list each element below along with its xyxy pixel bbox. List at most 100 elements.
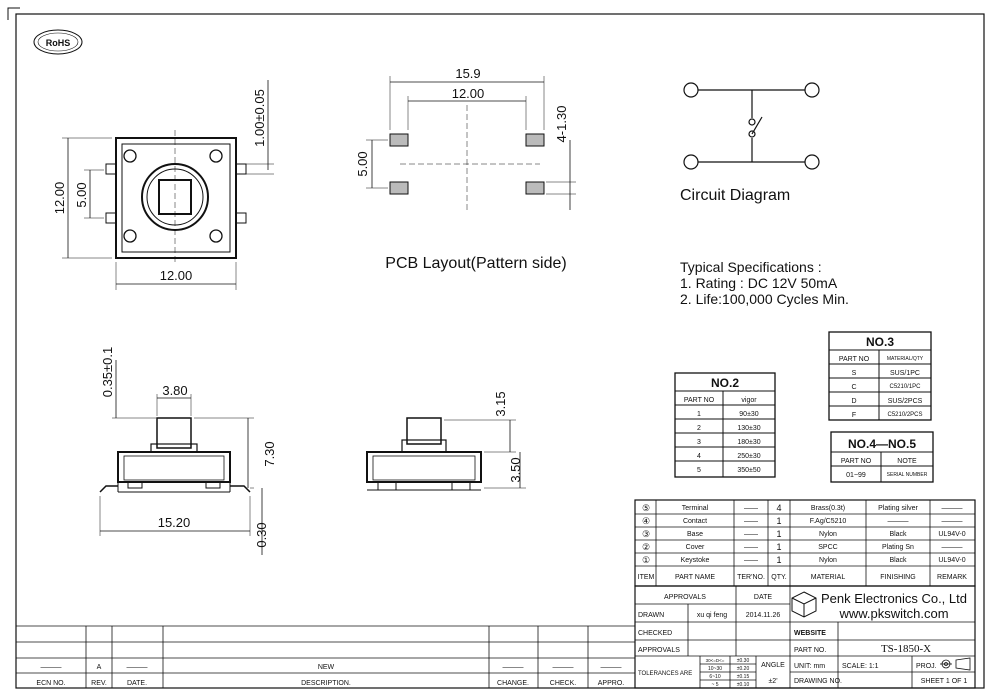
bom-header-part-name: PART NAME <box>675 574 715 581</box>
front-view <box>366 417 526 491</box>
tol-range: 10~30 <box>708 666 722 672</box>
bom-remark: ——— <box>942 544 963 551</box>
no2-cell: 90±30 <box>739 411 759 418</box>
side-bottom-dim: 0.30 <box>254 522 269 547</box>
front-body-dim: 3.50 <box>508 457 523 482</box>
top-view-width-dim: 12.00 <box>160 268 193 283</box>
bom-ter: —— <box>744 531 758 538</box>
side-thickness-dim: 0.35±0.1 <box>100 347 115 398</box>
no3-cell: C5210/2PCS <box>887 412 922 418</box>
bom-remark: UL94V-0 <box>938 557 965 564</box>
revision-ecn: ——— <box>41 664 62 671</box>
checked-label: CHECKED <box>638 630 672 637</box>
revision-header-date: DATE. <box>127 680 147 687</box>
specs-title: Typical Specifications : <box>680 259 822 275</box>
unit-label: UNIT: mm <box>794 663 825 670</box>
no45-cell: 01~99 <box>846 472 866 479</box>
bom-item: ③ <box>642 529 650 539</box>
pcb-outer-dim: 15.9 <box>455 66 480 81</box>
revision-header-rev: REV. <box>91 680 107 687</box>
bom-item: ② <box>642 542 650 552</box>
bom-rows: ⑤ Terminal —— 4 Brass(0.3t) Plating silv… <box>638 503 968 581</box>
no45-cell: SERIAL NUMBER <box>887 472 928 478</box>
bom-ter: —— <box>744 544 758 551</box>
bom-finishing: ——— <box>888 518 909 525</box>
top-view <box>62 80 274 290</box>
revision-description: NEW <box>318 664 335 671</box>
projection-symbol-icon <box>940 657 971 671</box>
no3-header-partno: PART NO <box>839 356 870 363</box>
bom-ter: —— <box>744 505 758 512</box>
tol-range: 30<=D<= <box>706 658 725 663</box>
no3-cell: F <box>852 412 856 419</box>
bom-header-remark: REMARK <box>937 574 967 581</box>
no45-header-partno: PART NO <box>841 458 872 465</box>
approvals-header: APPROVALS <box>664 594 706 601</box>
pcb-inner-dim: 12.00 <box>452 86 485 101</box>
tolerances-label: TOLERANCES ARE <box>638 671 692 677</box>
revision-rev: A <box>97 664 102 671</box>
tol-value: ±0.20 <box>737 666 750 672</box>
bom-item: ④ <box>642 516 650 526</box>
no2-header-partno: PART NO <box>684 397 715 404</box>
bom-finishing: Black <box>889 531 907 538</box>
no3-cell: S <box>852 370 857 377</box>
no3-cell: C5210/1PC <box>889 384 921 390</box>
bom-part-name: Cover <box>686 544 705 551</box>
circuit-diagram <box>683 82 820 170</box>
bom-qty: 4 <box>776 503 781 513</box>
bom-finishing: Plating silver <box>878 505 918 512</box>
no45-table <box>830 431 934 483</box>
rohs-logo-text: RoHS <box>46 38 71 48</box>
no2-cell: 1 <box>697 411 701 418</box>
website-label: WEBSITE <box>794 630 826 637</box>
bom-header-finishing: FINISHING <box>880 574 915 581</box>
circuit-caption: Circuit Diagram <box>680 187 790 204</box>
bom-remark: ——— <box>942 505 963 512</box>
bom-material: F.Ag/C5210 <box>810 518 847 525</box>
bom-remark: ——— <box>942 518 963 525</box>
pcb-height-dim: 5.00 <box>355 151 370 176</box>
side-view <box>99 360 263 555</box>
top-pad-dim: 1.00±0.05 <box>252 89 267 147</box>
bom-material: Nylon <box>819 531 837 538</box>
bom-qty: 1 <box>776 542 781 552</box>
bom-material: Nylon <box>819 557 837 564</box>
bom-qty: 1 <box>776 516 781 526</box>
revision-block <box>16 625 635 688</box>
sheet-label: SHEET 1 OF 1 <box>921 678 968 685</box>
bom-qty: 1 <box>776 555 781 565</box>
no2-cell: 350±50 <box>737 467 760 474</box>
no2-cell: 250±30 <box>737 453 760 460</box>
tol-range: 6~10 <box>709 674 720 680</box>
frame-corner <box>7 7 20 20</box>
top-view-inner-dim: 5.00 <box>74 182 89 207</box>
no2-cell: 180±30 <box>737 439 760 446</box>
pcb-layout <box>366 76 576 210</box>
tol-range: ~ 5 <box>711 682 718 688</box>
bom-remark: UL94V-0 <box>938 531 965 538</box>
company-website: www.pkswitch.com <box>838 606 948 621</box>
bom-finishing: Black <box>889 557 907 564</box>
drawn-date: 2014.11.26 <box>746 612 781 619</box>
bom-part-name: Terminal <box>682 505 709 512</box>
tol-value: ±0.30 <box>737 658 750 664</box>
no2-cell: 3 <box>697 439 701 446</box>
part-no-label: PART NO. <box>794 647 826 654</box>
no2-table <box>674 372 776 478</box>
bom-item: ⑤ <box>642 503 650 513</box>
side-height-dim: 7.30 <box>262 441 277 466</box>
company-logo-icon <box>791 591 817 618</box>
company-name: Penk Electronics Co., Ltd <box>821 591 967 606</box>
no2-title: NO.2 <box>711 376 739 390</box>
bom-material: Brass(0.3t) <box>811 505 845 512</box>
no3-cell: C <box>851 384 856 391</box>
no3-header-material: MATERIAL/QTY <box>887 356 924 362</box>
revision-header-ecn: ECN NO. <box>36 680 65 687</box>
no2-header-vigor: vigor <box>741 397 757 404</box>
no3-cell: SUS/1PC <box>890 370 920 377</box>
bom-header-qty: QTY. <box>771 574 786 581</box>
scale-label: SCALE: 1:1 <box>842 663 879 670</box>
